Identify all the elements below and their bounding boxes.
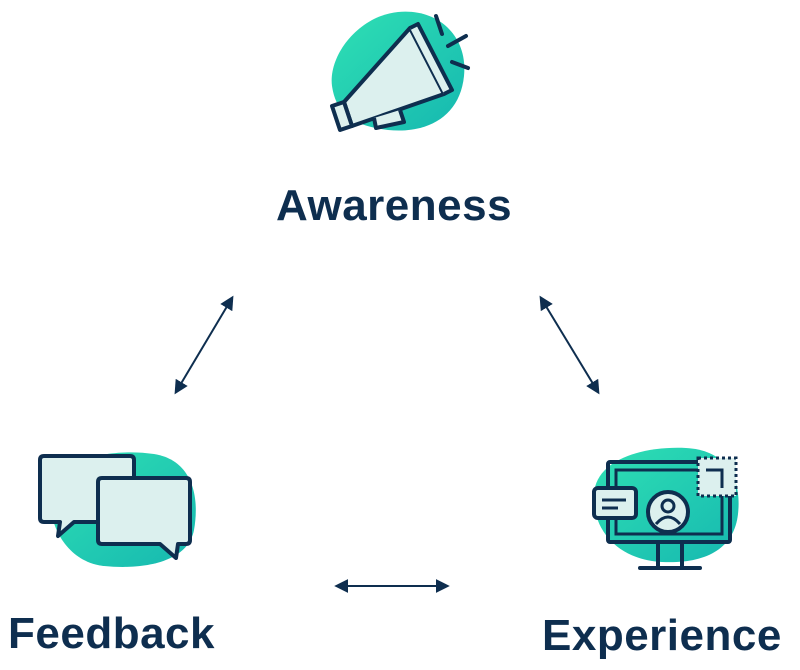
arrow-awareness-feedback bbox=[174, 295, 234, 395]
monitor-profile-icon bbox=[586, 444, 746, 576]
node-label-feedback: Feedback bbox=[8, 609, 215, 658]
chat-bubbles-icon bbox=[34, 446, 204, 572]
node-label-awareness: Awareness bbox=[276, 181, 513, 230]
node-label-experience: Experience bbox=[542, 611, 782, 660]
arrow-awareness-experience bbox=[539, 295, 600, 395]
megaphone-icon bbox=[318, 6, 478, 136]
